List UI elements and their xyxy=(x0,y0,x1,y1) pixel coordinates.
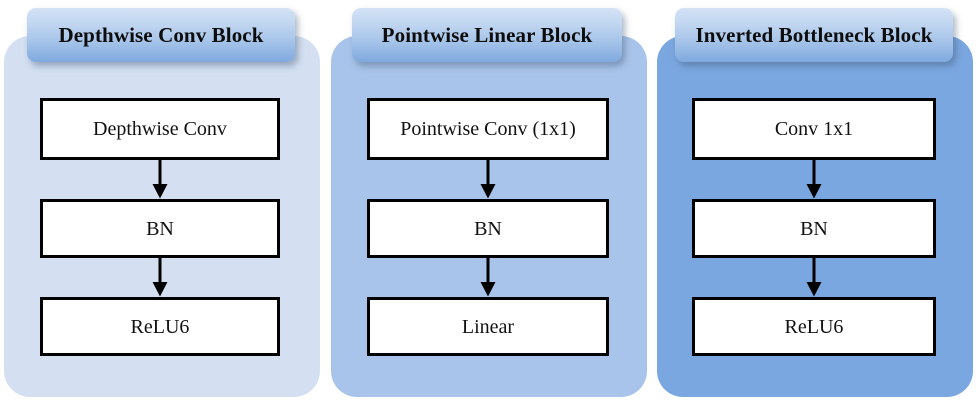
arrow-down-icon xyxy=(149,258,171,298)
arrow-down-icon xyxy=(803,160,825,200)
node-label: Pointwise Conv (1x1) xyxy=(400,118,576,140)
node-label: Conv 1x1 xyxy=(774,118,854,140)
node-label: BN xyxy=(800,217,828,240)
node-box: BN xyxy=(40,199,280,258)
node-box: Pointwise Conv (1x1) xyxy=(367,98,609,160)
panel-title-0: Depthwise Conv Block xyxy=(58,22,264,47)
node-box: ReLU6 xyxy=(692,297,936,356)
node-box: BN xyxy=(692,199,936,258)
panel-title-chip-1: Pointwise Linear Block xyxy=(352,8,622,62)
node-box: Depthwise Conv xyxy=(40,98,280,160)
node-label: ReLU6 xyxy=(784,315,844,338)
node-label: Linear xyxy=(461,315,515,338)
node-box: Conv 1x1 xyxy=(692,98,936,160)
panel-title-1: Pointwise Linear Block xyxy=(381,22,593,47)
panel-title-chip-2: Inverted Bottleneck Block xyxy=(675,8,953,62)
node-label: BN xyxy=(474,217,502,240)
arrow-down-icon xyxy=(477,160,499,200)
node-box: BN xyxy=(367,199,609,258)
node-label: ReLU6 xyxy=(130,315,190,338)
panel-title-2: Inverted Bottleneck Block xyxy=(695,22,933,47)
node-box: ReLU6 xyxy=(40,297,280,356)
node-box: Linear xyxy=(367,297,609,356)
node-label: BN xyxy=(146,217,174,240)
arrow-down-icon xyxy=(149,160,171,200)
arrow-down-icon xyxy=(803,258,825,298)
panel-title-chip-0: Depthwise Conv Block xyxy=(27,8,295,62)
node-label: Depthwise Conv xyxy=(93,118,227,140)
arrow-down-icon xyxy=(477,258,499,298)
